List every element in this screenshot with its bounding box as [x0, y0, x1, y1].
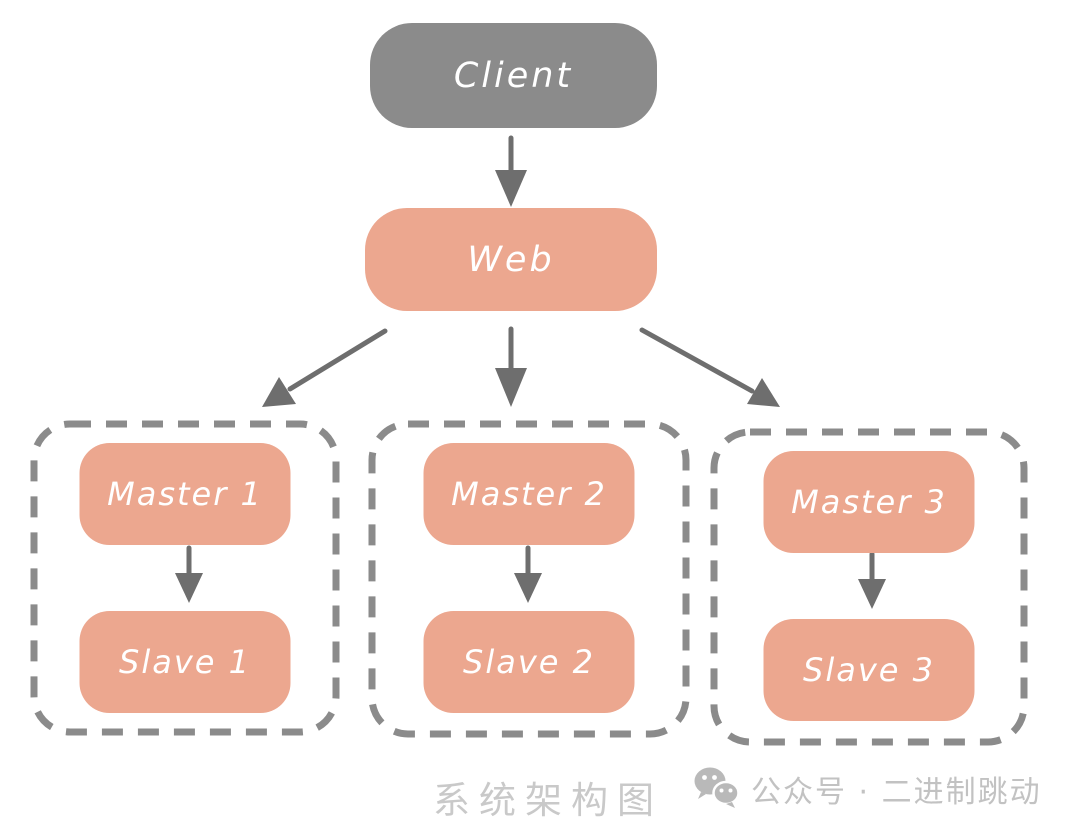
master-1-label: Master 1	[107, 475, 263, 513]
master-2-node: Master 2	[423, 443, 635, 545]
shard-group-3: Master 3 Slave 3	[710, 428, 1028, 746]
watermark-text: 公众号 · 二进制跳动	[751, 775, 1042, 810]
arrow-web-to-master-2	[495, 326, 527, 407]
arrow-web-to-master-1	[262, 328, 388, 407]
watermark: 公众号 · 二进制跳动	[692, 766, 1042, 812]
diagram-caption: 系统架构图	[433, 779, 663, 822]
shard-group-2: Master 2 Slave 2	[368, 420, 690, 738]
arrow-client-to-web	[495, 135, 527, 207]
master-3-label: Master 3	[791, 483, 947, 521]
slave-3-label: Slave 3	[803, 651, 935, 689]
slave-1-node: Slave 1	[79, 611, 291, 713]
web-node: Web	[365, 208, 657, 311]
arrow-web-to-master-3	[639, 327, 780, 407]
slave-1-label: Slave 1	[119, 643, 251, 681]
master-2-label: Master 2	[451, 475, 607, 513]
slave-3-node: Slave 3	[763, 619, 975, 721]
slave-2-node: Slave 2	[423, 611, 635, 713]
wechat-icon	[694, 767, 740, 808]
client-node: Client	[370, 23, 657, 128]
master-1-node: Master 1	[79, 443, 291, 545]
web-label: Web	[467, 239, 555, 280]
shard-group-1: Master 1 Slave 1	[30, 420, 340, 736]
master-3-node: Master 3	[763, 451, 975, 553]
client-label: Client	[453, 55, 574, 96]
slave-2-label: Slave 2	[463, 643, 595, 681]
